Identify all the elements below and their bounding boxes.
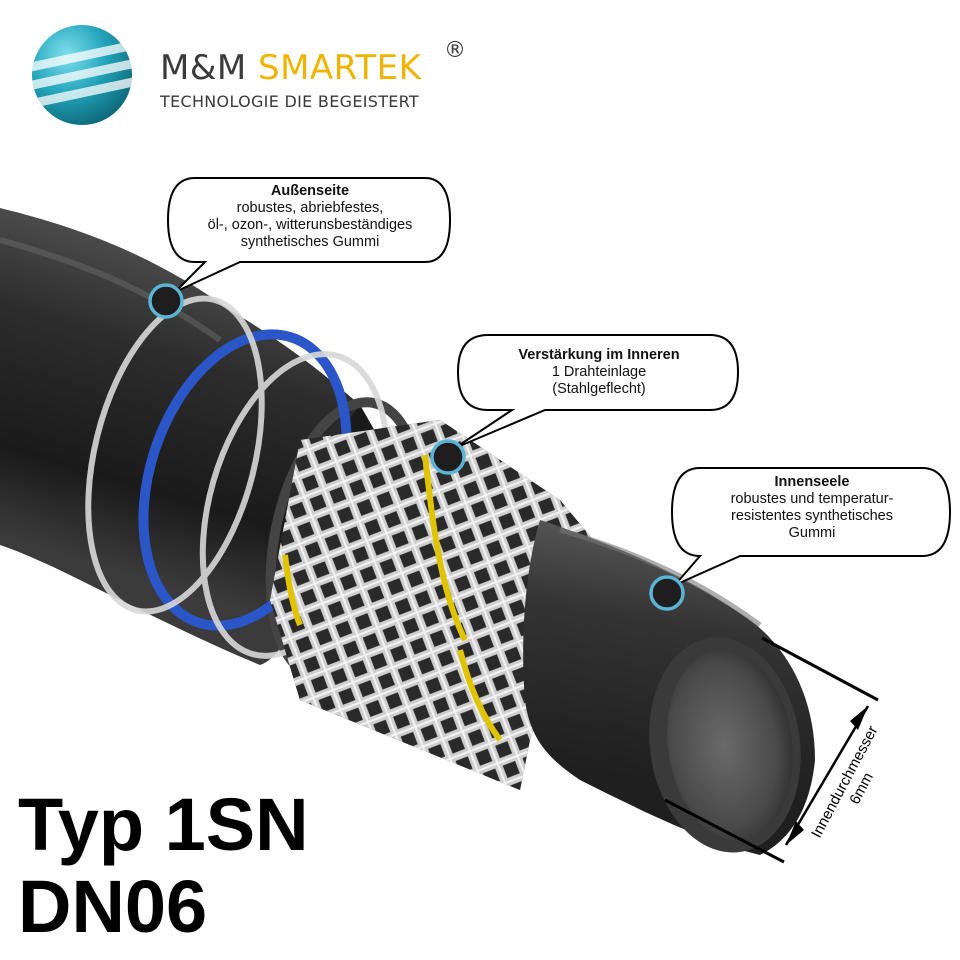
yellow-marker-stripes — [282, 454, 503, 742]
callout-outer-title: Außenseite — [270, 183, 350, 199]
product-size-label: DN06 — [18, 865, 208, 948]
callout-reinforcement-line: (Stahlgeflecht) — [552, 381, 646, 397]
callout-outer-line: synthetisches Gummi — [240, 234, 380, 250]
marker-inner-dot-icon — [649, 575, 685, 611]
logo-brand-part1: M&M — [160, 48, 247, 88]
callout-reinforcement-line: 1 Drahteinlage — [551, 364, 647, 380]
registered-mark: ® — [444, 38, 466, 63]
callout-inner: Innenseele robustes und temperatur- resi… — [674, 474, 950, 542]
callout-outer-line: robustes, abriebfestes, — [236, 200, 384, 216]
logo-slogan: TECHNOLOGIE DIE BEGEISTERT — [160, 92, 420, 111]
inner-bore — [649, 637, 801, 853]
callout-reinforcement-title: Verstärkung im Inneren — [518, 347, 680, 363]
callout-reinforcement-bubble — [454, 334, 740, 449]
callout-outer-bubble — [166, 177, 452, 293]
callout-inner-title: Innenseele — [774, 474, 850, 490]
callout-inner-bubble — [670, 467, 952, 586]
callout-inner-line: Gummi — [788, 525, 836, 541]
callout-reinforcement: Verstärkung im Inneren 1 Drahteinlage (S… — [462, 347, 736, 398]
diameter-double-arrow-icon — [664, 636, 879, 864]
callout-outer: Außenseite robustes, abriebfestes, öl-, … — [172, 183, 448, 251]
product-type-label: Typ 1SN — [18, 783, 309, 866]
callout-inner-line: resistentes synthetisches — [731, 508, 893, 524]
marker-reinforcement-dot-icon — [430, 439, 466, 475]
logo-wordmark: M&M SMARTEK — [160, 48, 421, 88]
logo-brand-part2: SMARTEK — [258, 48, 422, 88]
callout-inner-line: robustes und temperatur- — [730, 491, 894, 507]
logo-sphere-icon — [32, 25, 132, 125]
callout-outer-line: öl-, ozon-, witterunsbeständiges — [207, 217, 413, 233]
marker-outer-dot-icon — [148, 283, 184, 319]
